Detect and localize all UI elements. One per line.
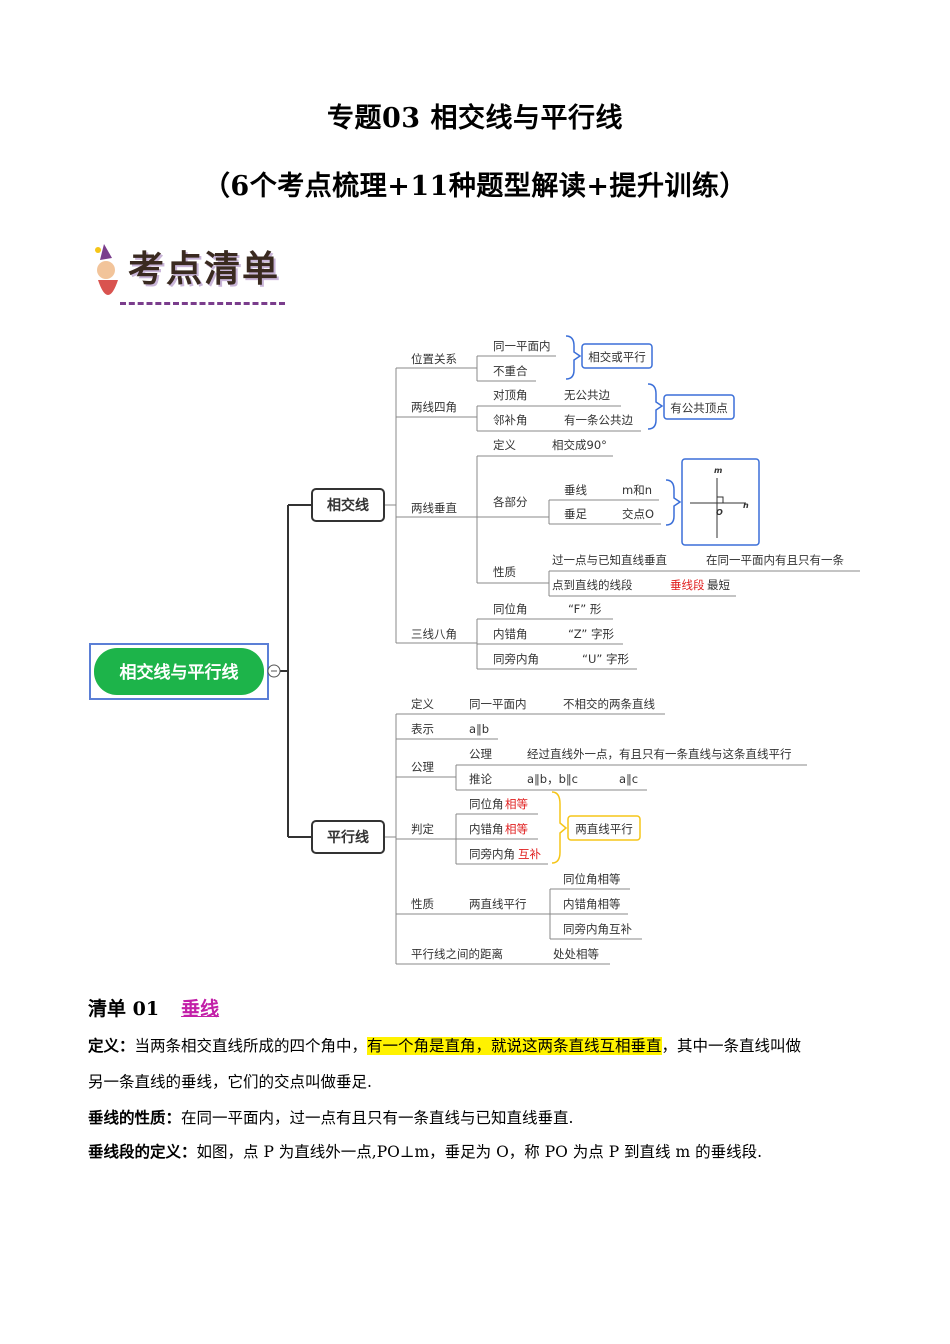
- mindmap-label: 有一条公共边: [564, 413, 633, 427]
- mindmap-label: a∥c: [619, 772, 638, 786]
- mindmap-label: 相等: [505, 797, 528, 811]
- mindmap-label: 交点O: [622, 507, 654, 521]
- banner-title: 考点清单: [128, 248, 281, 290]
- mindmap-label: 垂线段: [670, 578, 705, 592]
- mindmap-label: 定义: [493, 438, 516, 452]
- mindmap-label: 判定: [411, 822, 434, 836]
- result-judge: 两直线平行: [575, 822, 633, 836]
- mindmap-label: “Z” 字形: [568, 627, 615, 641]
- highlight-text: 有一个角是直角，就说这两条直线互相垂直: [367, 1037, 662, 1055]
- mindmap-label: 同旁内角: [493, 652, 539, 666]
- mindmap-label: 不重合: [493, 364, 528, 378]
- mindmap-label: 两直线平行: [469, 897, 527, 911]
- node-angles: 两线四角: [411, 400, 457, 414]
- result-angles: 有公共顶点: [670, 401, 728, 415]
- mindmap-label: 性质: [411, 897, 434, 911]
- section-keyword: 垂线: [181, 998, 220, 1020]
- root-label: 相交线与平行线: [120, 662, 239, 683]
- paragraph-property: 垂线的性质：在同一平面内，过一点有且只有一条直线与已知直线垂直.: [88, 1108, 574, 1127]
- banner-underline: [120, 298, 285, 305]
- mindmap-label: 点到直线的线段: [552, 578, 633, 592]
- mindmap-label: 同旁内角互补: [563, 922, 632, 936]
- page-subtitle: （6个考点梳理+11种题型解读+提升训练）: [202, 171, 748, 202]
- mindmap-label: 垂足: [564, 507, 587, 521]
- section-number: 清单 01: [88, 998, 160, 1020]
- mindmap-label: 相交成90°: [552, 438, 607, 452]
- mindmap-label: m: [714, 466, 722, 475]
- mindmap-label: 互补: [518, 847, 541, 861]
- root-node: [94, 648, 264, 695]
- mindmap-label: 公理: [469, 747, 492, 761]
- mindmap: 相交线与平行线 相交线 平行线 位置关系 同一平面内 不重合 相交或平行 两线四…: [89, 335, 860, 965]
- mindmap-label: 内错角相等: [563, 897, 621, 911]
- mindmap-label: 平行线之间的距离: [411, 947, 503, 961]
- mindmap-label: 在同一平面内有且只有一条: [706, 553, 844, 567]
- mindmap-label: 最短: [707, 578, 730, 592]
- mindmap-label: m和n: [622, 483, 652, 497]
- mindmap-label: 各部分: [493, 495, 528, 509]
- mindmap-label: 过一点与已知直线垂直: [552, 553, 667, 567]
- mindmap-label: 推论: [469, 772, 492, 786]
- banner-logo: 考点清单: [90, 236, 290, 312]
- node-three-lines: 三线八角: [411, 627, 457, 641]
- wizard-icon: [95, 244, 118, 295]
- mindmap-label: 无公共边: [564, 388, 610, 402]
- section-heading: 清单 01 垂线: [88, 994, 219, 1021]
- mindmap-label: 同位角: [469, 797, 504, 811]
- branch-intersect: 相交线: [327, 497, 369, 514]
- mindmap-label: 同位角: [493, 602, 528, 616]
- paragraph-segment: 垂线段的定义：如图，点 P 为直线外一点,PO⊥m，垂足为 O，称 PO 为点 …: [88, 1142, 763, 1161]
- mindmap-label: 同一平面内: [493, 339, 551, 353]
- mindmap-label: 对顶角: [493, 388, 528, 402]
- mindmap-label: 同旁内角: [469, 847, 515, 861]
- mindmap-label: 不相交的两条直线: [563, 697, 655, 711]
- mindmap-label: “U” 字形: [582, 652, 629, 666]
- mindmap-label: 内错角: [493, 627, 528, 641]
- mindmap-label: 经过直线外一点，有且只有一条直线与这条直线平行: [527, 747, 792, 761]
- mindmap-label: 性质: [493, 565, 516, 579]
- branch-parallel: 平行线: [327, 829, 369, 846]
- node-perp: 两线垂直: [411, 501, 457, 515]
- result-pos: 相交或平行: [588, 350, 646, 364]
- mindmap-label: 相等: [505, 822, 528, 836]
- mindmap-label: 表示: [411, 722, 434, 736]
- mindmap-label: “F” 形: [568, 602, 602, 616]
- mindmap-label: 邻补角: [493, 413, 528, 427]
- page-title: 专题03 相交线与平行线: [327, 103, 623, 134]
- mindmap-label: n: [743, 501, 749, 510]
- node-pdef: 定义: [411, 697, 434, 711]
- perp-figure: [681, 458, 760, 546]
- mindmap-label: 同一平面内: [469, 697, 527, 711]
- mindmap-label: a∥b: [469, 722, 489, 736]
- node-pos: 位置关系: [411, 352, 457, 366]
- mindmap-label: 内错角: [469, 822, 504, 836]
- mindmap-label: a∥b，b∥c: [527, 772, 578, 786]
- mindmap-label: 公理: [411, 760, 434, 774]
- mindmap-label: O: [716, 508, 723, 517]
- mindmap-label: 垂线: [564, 483, 587, 497]
- mindmap-label: 同位角相等: [563, 872, 621, 886]
- paragraph-definition: 定义：当两条相交直线所成的四个角中，有一个角是直角，就说这两条直线互相垂直，其中…: [88, 1036, 802, 1091]
- mindmap-label: 处处相等: [553, 947, 599, 961]
